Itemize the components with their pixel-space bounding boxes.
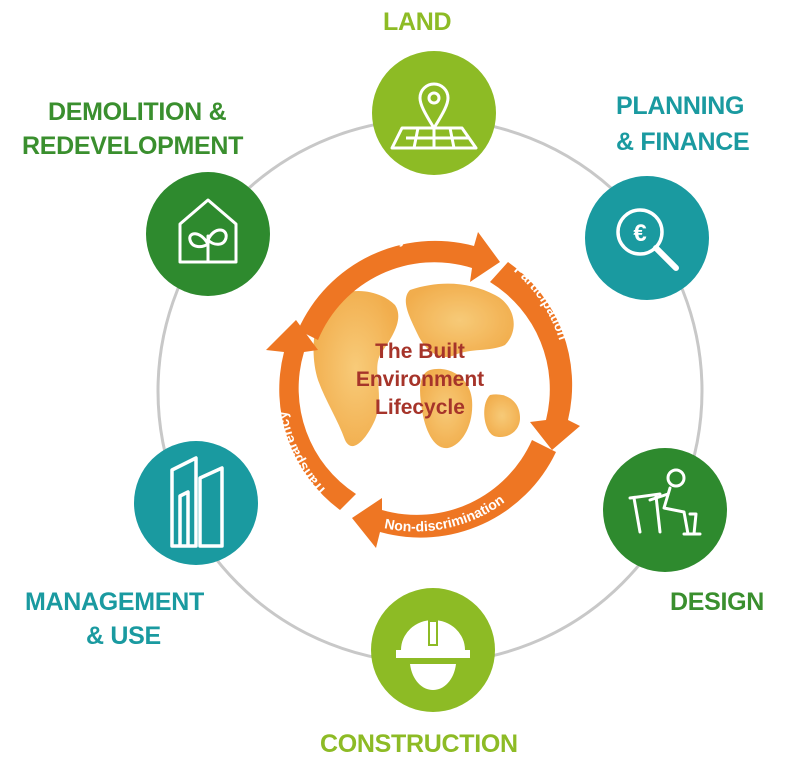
- svg-text:€: €: [633, 220, 646, 247]
- accountability-arrow: [298, 232, 500, 340]
- construction-label: CONSTRUCTION: [320, 730, 518, 758]
- world-map: [313, 283, 520, 449]
- demolition-label-line1: DEMOLITION &: [48, 98, 227, 126]
- map-pin-grid-icon: [390, 82, 478, 150]
- land-node: [372, 51, 496, 175]
- center-title: The Built Environment Lifecycle: [320, 338, 520, 422]
- management-label-line2: & USE: [86, 622, 161, 650]
- construction-node: [371, 588, 495, 712]
- demolition-label-line2: REDEVELOPMENT: [22, 132, 244, 160]
- management-use-node: [134, 441, 258, 565]
- planning-finance-node: €: [585, 176, 709, 300]
- transparency-arrow: [266, 320, 356, 510]
- person-at-desk-icon: [628, 468, 702, 536]
- management-label-line1: MANAGEMENT: [25, 588, 204, 616]
- land-label: LAND: [383, 8, 452, 36]
- center-title-line2: Environment: [355, 368, 485, 391]
- center-title-line1: The Built: [375, 340, 465, 363]
- buildings-icon: [170, 456, 224, 548]
- principles-cycle: [266, 232, 580, 548]
- design-node: [603, 448, 727, 572]
- center-title-line3: Lifecycle: [375, 396, 465, 419]
- hard-hat-worker-icon: [396, 620, 470, 690]
- participation-arrow: [490, 262, 580, 450]
- design-label: DESIGN: [670, 588, 765, 616]
- planning-label-line1: PLANNING: [616, 92, 745, 120]
- euro-magnifier-icon: [616, 208, 679, 271]
- house-sprout-icon: [178, 198, 238, 264]
- planning-label-line2: & FINANCE: [616, 128, 750, 156]
- non-discrimination-arrow: [352, 440, 556, 548]
- demolition-redevelopment-node: [146, 172, 270, 296]
